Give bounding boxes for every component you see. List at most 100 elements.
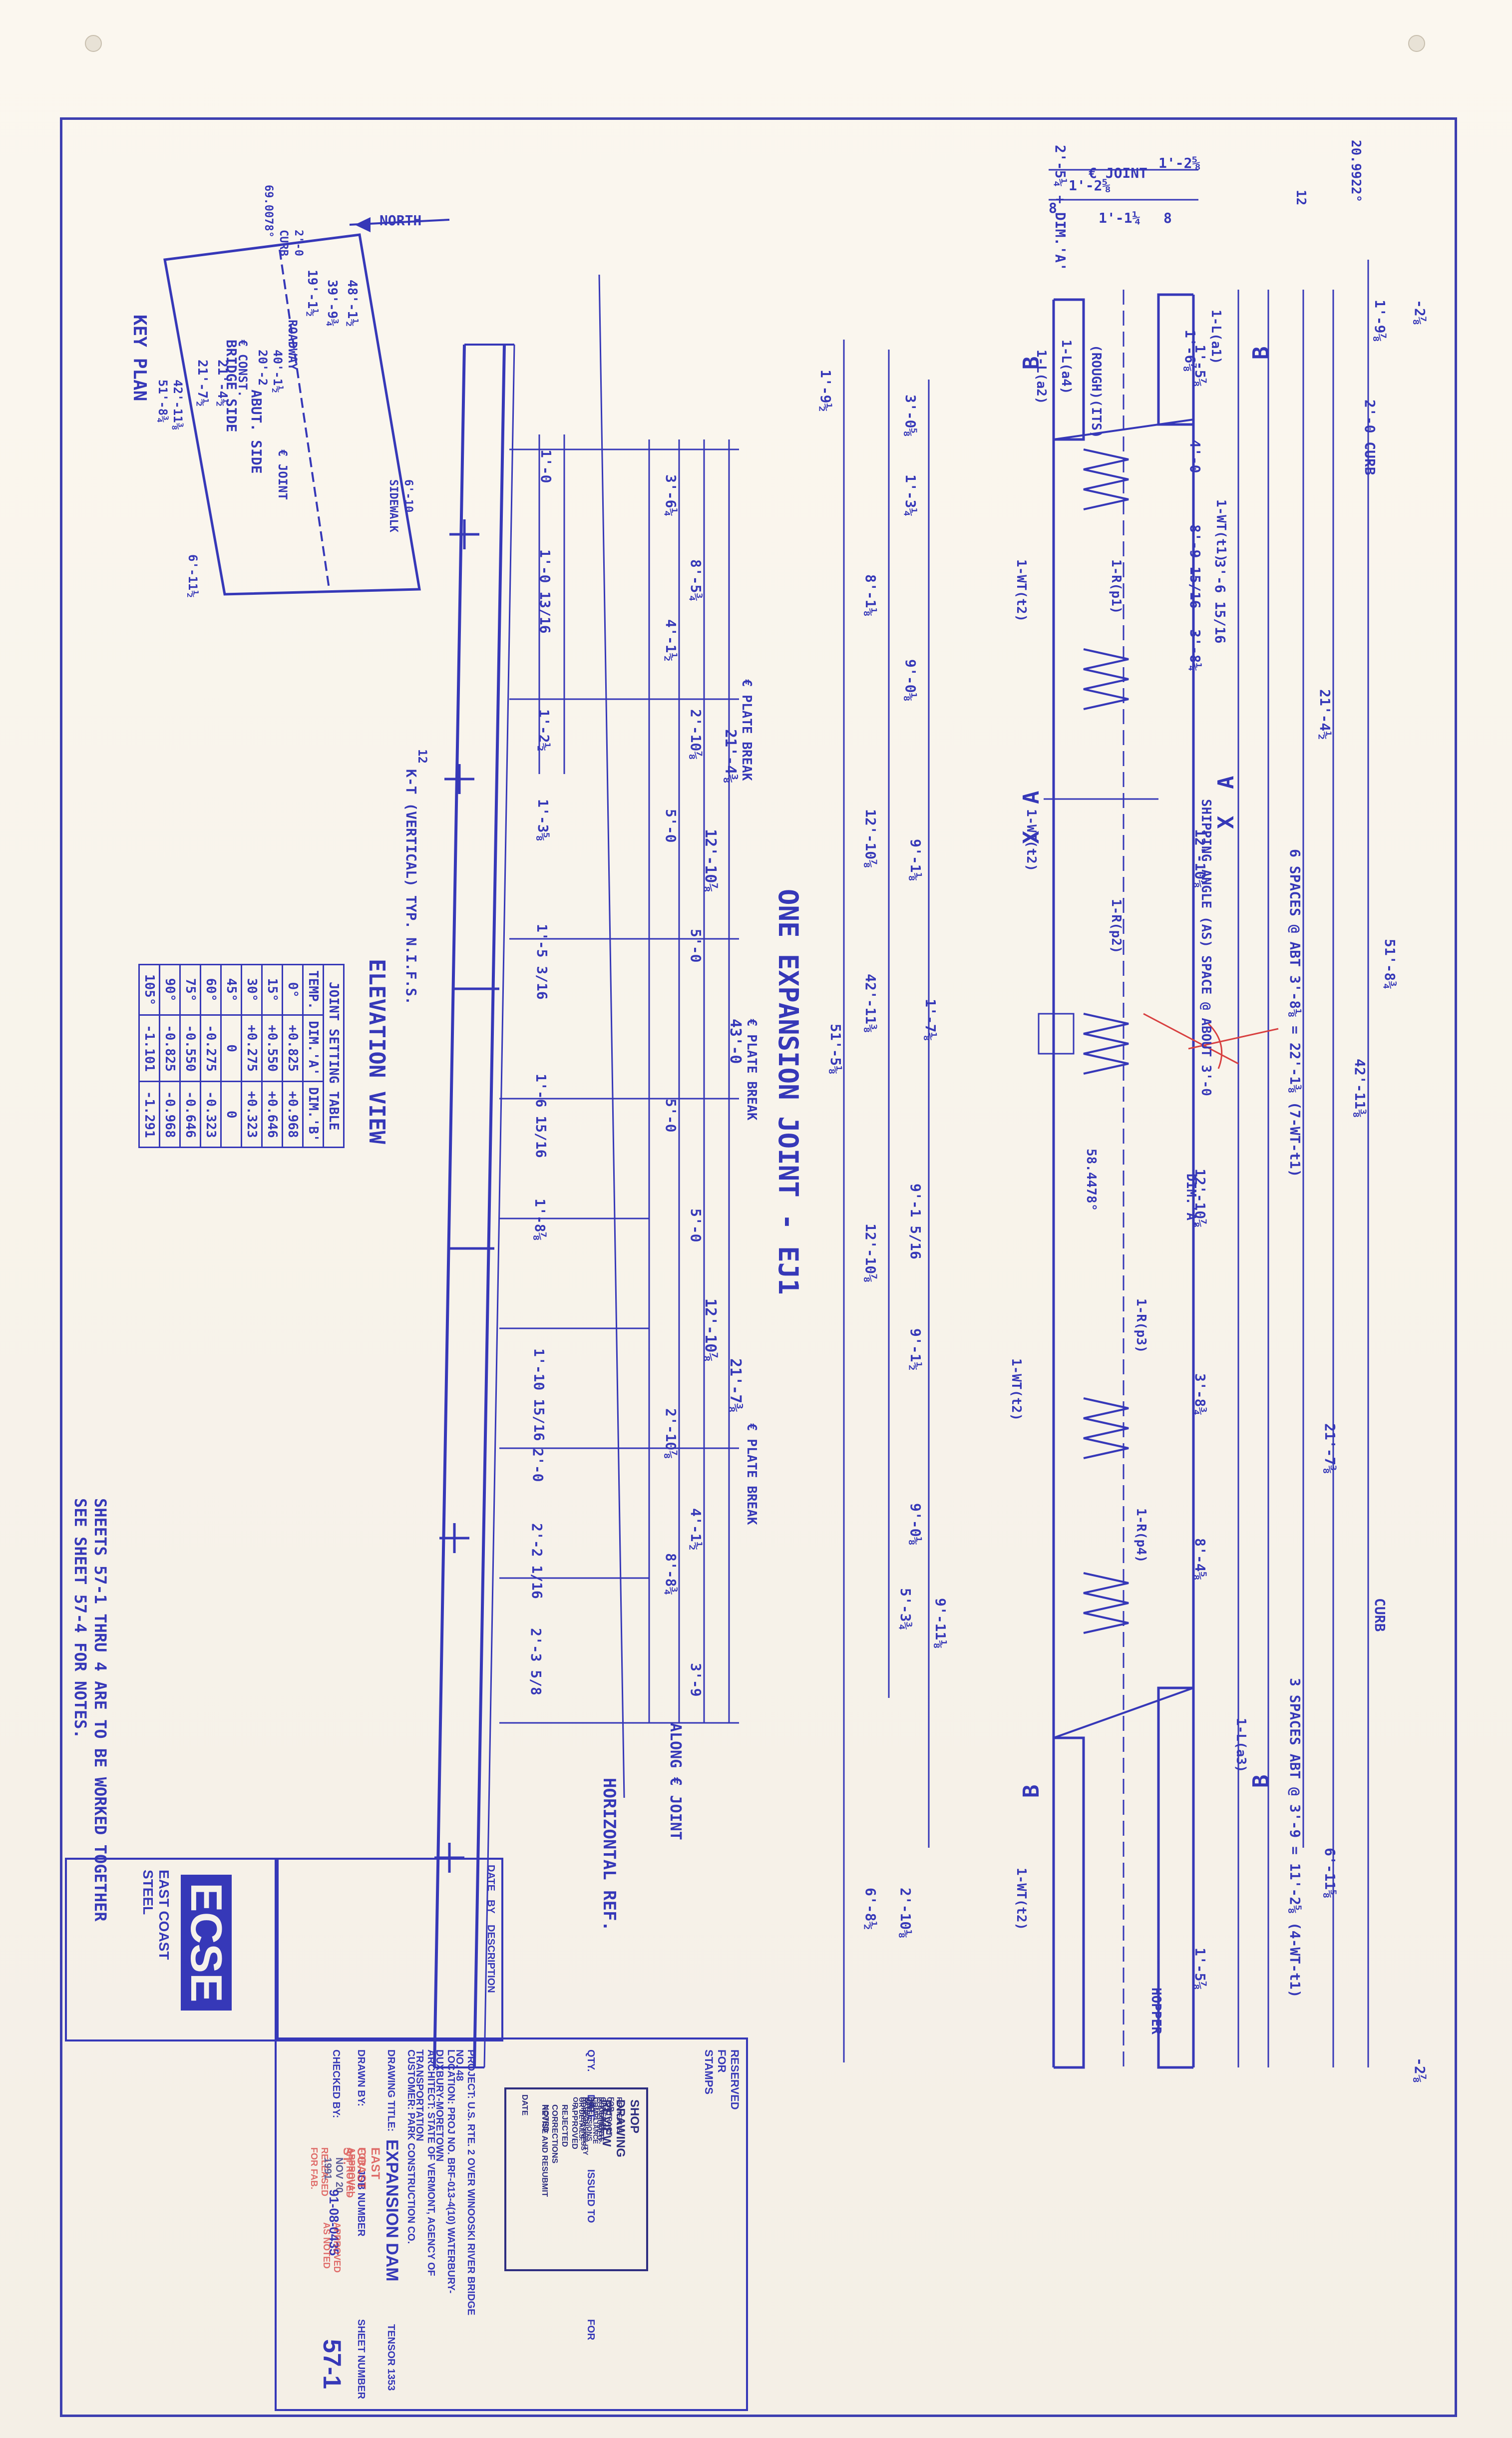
joint-table-cell: -1.101: [139, 1015, 160, 1082]
plate-break-label: € PLATE BREAK: [744, 1019, 759, 1121]
joint-table-cell: +0.825: [282, 1015, 303, 1082]
customer-line: CUSTOMER: PARK CONSTRUCTION CO.: [405, 2049, 416, 2244]
plan-right-dim: 6'-11⅝: [1322, 1848, 1338, 1899]
plan-part-label: 1-WT(t2): [1009, 1358, 1024, 1421]
joint-table-row: 0°+0.825+0.968: [282, 964, 303, 1148]
elevation-dim-mid: 2'-10⅞: [688, 709, 704, 760]
plan-angle: 20.9922°: [1348, 140, 1363, 203]
red-markup: [1143, 1013, 1279, 1069]
along-joint-label: ALONG € JOINT: [667, 1723, 684, 1840]
horizontal-ref-label: HORIZONTAL REF.: [599, 1778, 619, 1932]
plan-right-dim: 3'-8¼: [1187, 629, 1203, 672]
joint-table-cell: -0.323: [200, 1081, 221, 1148]
plan-part-label: 1-L(a3): [1233, 1718, 1248, 1773]
review-stamp-check: REJECTED: [560, 2104, 569, 2147]
key-plan-title: KEY PLAN: [129, 315, 150, 402]
elevation-dim-long: 12'-10⅞: [702, 829, 719, 892]
plan-part-label: 1-R(p2): [1109, 899, 1124, 954]
rev-header: DATE: [485, 1865, 496, 1891]
plate-break-label: € PLATE BREAK: [739, 679, 754, 781]
elevation-dim-mid: 5'-0: [688, 929, 704, 963]
joint-table-header: TEMP.: [303, 964, 324, 1015]
plan-right-dim: 1'-5⅞: [1192, 1948, 1208, 1990]
joint-table-cell: -0.968: [159, 1081, 180, 1148]
plan-left-dim: 6'-8½: [862, 1888, 879, 1930]
plan-top-dim: 8: [1049, 200, 1057, 216]
rev-header: FOR: [585, 2319, 596, 2341]
plan-left-dim: 8'-1⅛: [862, 574, 879, 617]
plan-left-dim: 9'-1½: [907, 1328, 924, 1371]
joint-table-cell: +0.968: [282, 1081, 303, 1148]
plan-title: ONE EXPANSION JOINT - EJ1: [772, 889, 804, 1295]
plan-right-dim: 3'-8¾: [1192, 1373, 1208, 1416]
joint-table-title: JOINT SETTING TABLE: [323, 964, 344, 1148]
ecs-approval-stamp: EAST COAST ST. FOR APPROVAL APPROVED APP…: [309, 2147, 384, 2317]
joint-table-cell: 30°: [241, 964, 262, 1015]
sheet-border: [60, 117, 1457, 2417]
elevation-dim-mid: 3'-9: [688, 1663, 704, 1697]
elevation-dim-top: 1'-8⅞: [532, 1199, 548, 1241]
rev-header: QTY.: [585, 2049, 596, 2072]
joint-table-cell: 105°: [139, 964, 160, 1015]
joint-setting-table: JOINT SETTING TABLE TEMP. DIM.'A' DIM.'B…: [138, 964, 345, 1148]
plan-right-dim: 3 SPACES ABT @ 3'-9 = 11'-2⅝ (4-WT-t1): [1287, 1678, 1303, 1998]
joint-table-header: DIM.'B': [303, 1081, 324, 1148]
key-plan-dim: CURB: [277, 230, 290, 256]
key-plan-dim: 21'-7½: [195, 360, 210, 406]
elevation-dim-mid: 8'-5¾: [688, 559, 704, 602]
elevation-note: K-T (VERTICAL) TYP. N.I.F.S.: [403, 769, 419, 1005]
elevation-dim-top: 2'-3 5/8: [528, 1628, 544, 1695]
sheet-number-label: SHEET NUMBER: [356, 2319, 367, 2400]
key-plan-dim: 42'-11⅜: [171, 380, 185, 430]
plan-left-dim: 12'-10⅞: [862, 1223, 879, 1283]
joint-table-cell: 0: [221, 1081, 242, 1148]
review-stamp-check: REVISE AND RESUBMIT: [540, 2104, 549, 2197]
key-plan-dim: 2'-0: [292, 230, 305, 256]
plan-part-label: 1-WT(t1): [1213, 499, 1228, 562]
elevation-dim-long: 12'-10⅞: [702, 1298, 719, 1362]
elevation-dim-mid: 4'-1½: [688, 1508, 704, 1551]
elevation-dim-top: 1'-5 3/16: [534, 924, 550, 1000]
section-mark: B: [1248, 1774, 1274, 1788]
elevation-dim-top: 1'-10 15/16: [531, 1348, 547, 1441]
plan-right-dim: 6 SPACES @ ABT 3'-8⅛ = 22'-1⅜ (7-WT-t1): [1287, 849, 1303, 1178]
drawing-title-label: DRAWING TITLE:: [385, 2049, 396, 2132]
joint-table-row: 60°-0.275-0.323: [200, 964, 221, 1148]
shop-drawing-review-stamp: SHOP DRAWING REVIEW REVIEW IS FOR GENERA…: [504, 2087, 648, 2271]
joint-table-row: 30°+0.275+0.323: [241, 964, 262, 1148]
plan-left-dim: 9'-0⅛: [902, 659, 919, 702]
key-plan-label: € JOINT: [276, 449, 290, 500]
joint-table-row: 75°-0.550-0.646: [180, 964, 201, 1148]
key-plan-dim: 51'-8¾: [156, 380, 170, 423]
plan-top-dim: 1'-2⅝: [1158, 155, 1201, 171]
elevation-title: ELEVATION VIEW: [364, 959, 389, 1144]
elevation-dim-top: 1'-2½: [536, 709, 552, 752]
project-line: PROJECT: U.S. RTE. 2 OVER WINOOSKI RIVER…: [454, 2049, 476, 2316]
joint-table-row: 105°-1.101-1.291: [139, 964, 160, 1148]
company-name: EAST COAST STEEL: [140, 1870, 172, 1960]
elevation-dim-mid: 8'-8¾: [663, 1553, 679, 1596]
joint-table-cell: 0°: [282, 964, 303, 1015]
key-plan-label: ABUT. SIDE: [248, 390, 265, 474]
company-logo: ECSE: [181, 1875, 232, 2011]
title-block-logo-area: ECSE EAST COAST STEEL: [65, 1858, 279, 2041]
plan-part-label: 58.4478°: [1084, 1149, 1099, 1212]
joint-table-cell: -0.550: [180, 1015, 201, 1082]
key-plan-dim: 39'-9¾: [325, 280, 340, 327]
plan-right-dim: 4'-0: [1187, 439, 1203, 473]
plan-part-label: (ROUGH)(ITS): [1089, 345, 1104, 438]
joint-table-cell: 75°: [180, 964, 201, 1015]
plan-right-dim: -2⅞: [1412, 300, 1428, 325]
joint-table-cell: +0.275: [241, 1015, 262, 1082]
plan-part-label: 1-L(a1): [1208, 310, 1223, 365]
project-block: RESERVED FOR STAMPS QTY. DATE ISSUED TO …: [275, 2037, 748, 2411]
elevation-dim-long: 43'-0: [727, 1019, 744, 1064]
elevation-dim-mid: 5'-0: [663, 1099, 679, 1133]
plan-part-label: 1-WT(t2): [1014, 559, 1029, 622]
plan-part-label: DIM.'A': [1183, 1174, 1198, 1228]
plan-part-label: 1-R(p4): [1134, 1508, 1148, 1563]
joint-table-cell: +0.550: [262, 1015, 283, 1082]
joint-table-cell: +0.323: [241, 1081, 262, 1148]
section-mark: A: [1213, 776, 1239, 790]
